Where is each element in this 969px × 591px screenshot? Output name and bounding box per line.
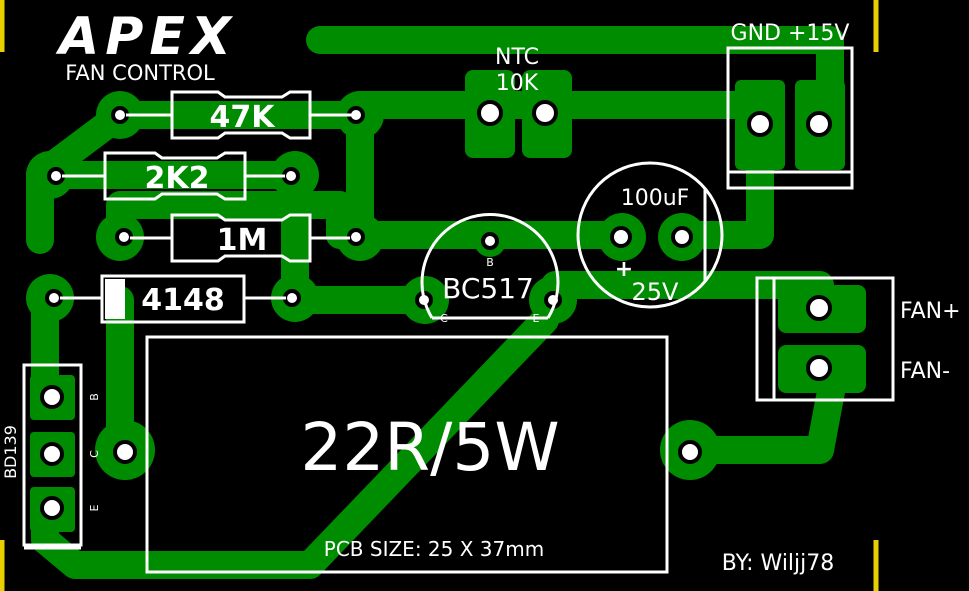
power-terminal-label: GND +15V (731, 21, 850, 46)
bd139-pin-e-label: E (88, 504, 101, 511)
transistor-bc517-outline (420, 213, 560, 319)
corner-marks (0, 0, 879, 591)
pcb-size-label: PCB SIZE: 25 X 37mm (324, 537, 544, 561)
bd139-label: BD139 (1, 425, 20, 479)
capacitor-polarity-label: + (615, 257, 633, 282)
capacitor-outline (576, 161, 724, 309)
logo-text: APEX (55, 7, 237, 67)
power-terminal-outline (726, 46, 854, 190)
bd139-pin-b-label: B (88, 393, 101, 401)
resistor-47k-body (170, 90, 312, 140)
power-resistor-outline (145, 335, 669, 574)
ntc-value-label: 10K (496, 71, 539, 96)
fan-plus-label: FAN+ (900, 299, 961, 324)
capacitor-value-label: 100uF (621, 186, 690, 211)
ntc-name-label: NTC (495, 45, 539, 70)
diode-cathode-band (105, 279, 125, 319)
power-resistor-label: 22R/5W (300, 409, 559, 486)
bd139-outline (22, 363, 83, 547)
transistor-bc517-label: BC517 (442, 272, 534, 305)
transistor-pin-b-label: B (486, 256, 494, 269)
resistor-1m-body (170, 213, 312, 263)
transistor-pin-c-label: C (440, 312, 448, 325)
diode-label: 4148 (141, 283, 225, 318)
fan-terminal-outline (755, 276, 895, 402)
capacitor-voltage-label: 25V (632, 278, 680, 306)
resistor-47k-label: 47K (210, 100, 277, 135)
logo-subtitle: FAN CONTROL (65, 61, 215, 85)
transistor-pin-e-label: E (533, 312, 540, 325)
fan-minus-label: FAN- (900, 359, 950, 384)
resistor-1m-label: 1M (217, 223, 268, 258)
resistor-2k2-body (103, 151, 247, 201)
author-label: BY: Wiljj78 (722, 551, 835, 576)
bd139-pin-c-label: C (88, 450, 101, 458)
resistor-2k2-label: 2K2 (145, 161, 210, 196)
